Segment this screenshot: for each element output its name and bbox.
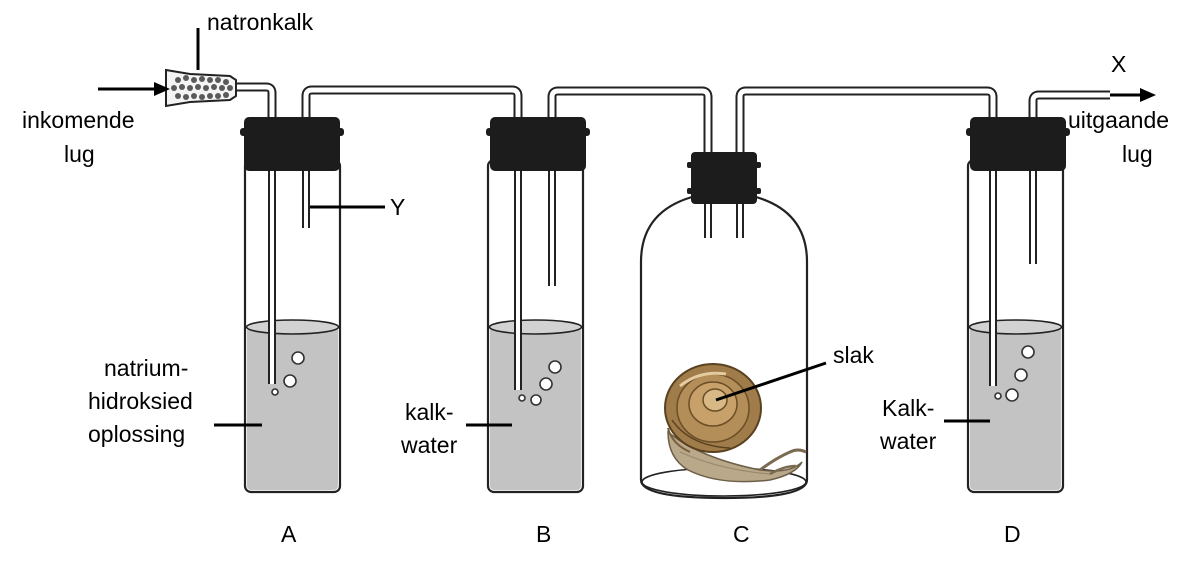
- natrium-label-2: hidroksied: [88, 388, 193, 414]
- kalkwater-d-label-2: water: [879, 428, 937, 454]
- kalkwater-b-label-2: water: [400, 432, 458, 458]
- outgoing-air-arrow: [1110, 88, 1156, 102]
- slak-label: slak: [833, 342, 874, 368]
- vessel-a-label: A: [281, 521, 297, 547]
- kalkwater-d-label: Kalk-: [882, 395, 934, 421]
- y-label: Y: [390, 194, 405, 220]
- natrium-label-3: oplossing: [88, 421, 185, 447]
- natrium-label: natrium-: [104, 355, 188, 381]
- incoming-air-label: inkomende: [22, 107, 135, 133]
- outgoing-air-label-2: lug: [1122, 141, 1153, 167]
- incoming-air-label-2: lug: [64, 141, 95, 167]
- natronkalk-label: natronkalk: [207, 9, 314, 35]
- slak-leader: [715, 361, 827, 402]
- vessel-d-label: D: [1004, 521, 1021, 547]
- outgoing-air-label: uitgaande: [1068, 107, 1169, 133]
- tube-a: [240, 117, 344, 494]
- incoming-air-arrow: [98, 82, 170, 96]
- kalkwater-b-label: kalk-: [405, 399, 454, 425]
- vessel-b-label: B: [536, 521, 551, 547]
- soda-lime-tube: [165, 68, 237, 108]
- vessel-c-label: C: [733, 521, 750, 547]
- snail-image: [664, 363, 807, 483]
- x-label: X: [1111, 51, 1126, 77]
- tube-d: [966, 117, 1070, 494]
- connecting-pipes: [232, 82, 1110, 160]
- tube-b: [486, 117, 590, 494]
